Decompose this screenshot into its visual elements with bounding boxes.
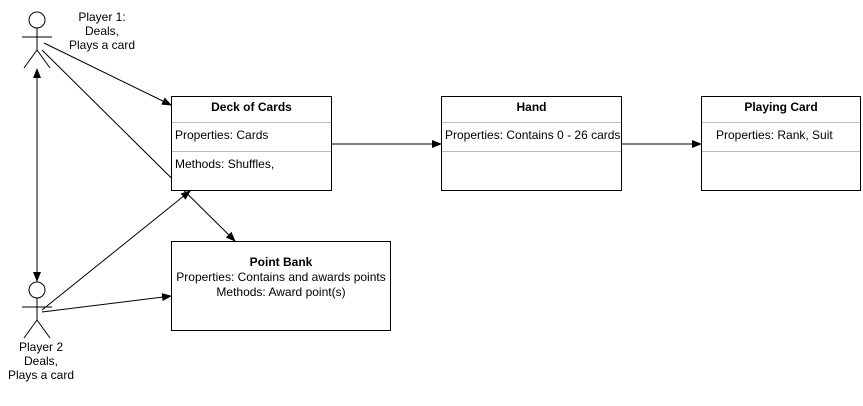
player2-label-line: Plays a card: [7, 368, 75, 382]
class-methods: [442, 152, 621, 191]
class-title: Deck of Cards: [172, 97, 331, 123]
player2-label-line: Deals,: [23, 354, 58, 368]
class-methods: [702, 152, 860, 191]
class-title: Hand: [442, 97, 621, 123]
player1-to-deck-arrow: [43, 42, 172, 106]
player2-label-line: Player 2: [18, 340, 64, 354]
class-methods: Methods: Shuffles,: [175, 157, 275, 171]
player1-actor-icon[interactable]: [22, 11, 52, 69]
point-bank-properties: Properties: Contains and awards points: [176, 270, 386, 284]
class-properties: Properties: Contains 0 - 26 cards: [442, 123, 621, 152]
hand-class[interactable]: Hand Properties: Contains 0 - 26 cards: [441, 96, 622, 191]
player1-label-line: Player 1:: [78, 10, 126, 24]
player2-label: Player 2 Deals, Plays a card: [1, 340, 81, 382]
player2-to-pointbank-arrow: [41, 293, 172, 313]
point-bank-methods: Methods: Award point(s): [216, 285, 346, 299]
class-title: Playing Card: [702, 97, 860, 123]
player1-label: Player 1: Deals, Plays a card: [62, 10, 142, 52]
player2-to-deck-arrow: [41, 190, 191, 311]
player1-label-line: Deals,: [84, 24, 119, 38]
point-bank-box[interactable]: Point Bank Properties: Contains and awar…: [171, 241, 391, 331]
deck-of-cards-class[interactable]: Deck of Cards Properties: Cards Methods:…: [171, 96, 332, 191]
player2-actor-icon[interactable]: [22, 281, 52, 339]
class-properties: Properties: Rank, Suit: [702, 123, 860, 152]
player1-to-pointbank-arrow: [41, 49, 236, 242]
point-bank-title: Point Bank: [249, 255, 313, 269]
class-properties: Properties: Cards: [172, 123, 331, 152]
player1-label-line: Plays a card: [68, 38, 136, 52]
playing-card-class[interactable]: Playing Card Properties: Rank, Suit: [701, 96, 861, 191]
